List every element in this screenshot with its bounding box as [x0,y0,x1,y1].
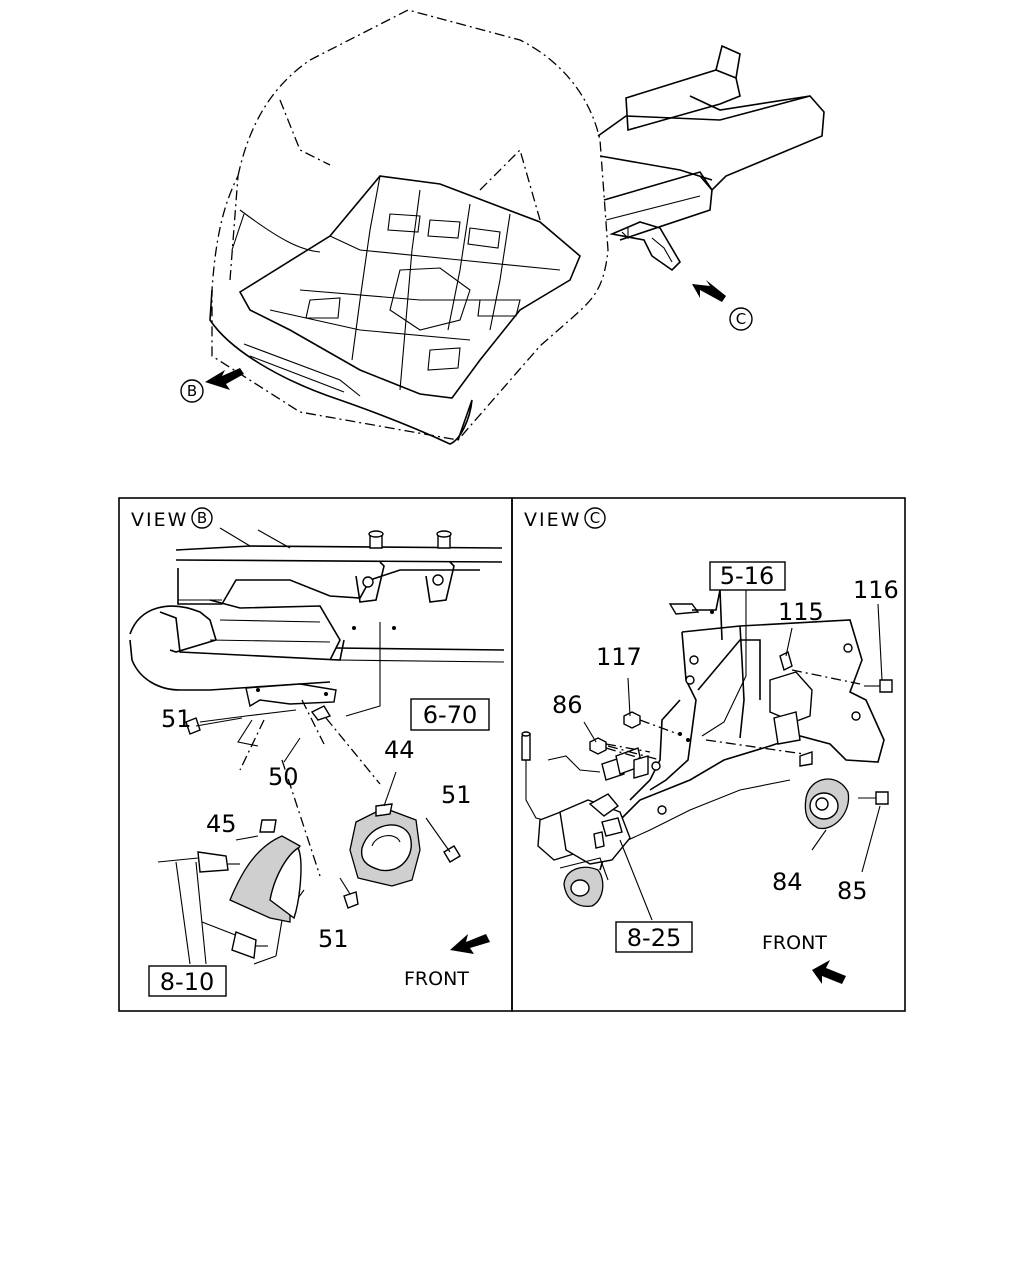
view-b-callout-51-bottom: 51 [318,925,349,953]
view-b-callout-51-right: 51 [441,781,472,809]
view-b-ref-box-6-70 [410,698,490,731]
bolt-51-bottom [339,877,359,909]
bolt-116 [864,603,893,693]
view-c-callout-117: 117 [596,643,642,671]
view-b-header: VIEW [131,509,188,531]
view-b-ref-8-10: 8-10 [160,968,214,996]
nut-117 [623,677,679,735]
view-c-front-label: FRONT [762,932,827,954]
view-c-ref-box-8-25 [615,921,693,953]
view-b-chassis [129,527,505,691]
horn-bracket-50 [245,683,337,721]
cab-outline [211,9,609,441]
bolt-85 [858,791,889,873]
bolt-51-right [425,817,461,863]
bolt-51-top [185,717,243,735]
view-b-callout-45: 45 [206,810,237,838]
horn-44 [349,771,421,887]
view-b-panel: VIEW B [118,497,513,1012]
view-b-front-arrow [450,934,490,954]
view-c-callout-84: 84 [772,868,803,896]
chassis-frame [597,44,825,272]
horn-45 [229,819,302,923]
view-c-callout-115: 115 [778,598,824,626]
view-b-arrow: B [180,368,244,403]
horn-84 [705,739,850,851]
view-b-ref-box-8-10 [148,965,227,997]
view-c-panel: VIEW C [511,497,906,1012]
view-c-header-marker: C [590,509,600,527]
view-c-front-arrow [812,960,846,984]
nut-86 [583,721,641,759]
view-c-switch-assembly [521,731,661,908]
view-b-callout-50: 50 [268,763,299,791]
view-c-ref-8-25: 8-25 [627,924,681,952]
view-c-callout-116: 116 [853,576,899,604]
overview-marker-c: C [736,310,746,328]
view-c-ref-5-16: 5-16 [720,562,774,590]
view-b-callout-51-top: 51 [161,705,192,733]
view-c-callout-85: 85 [837,877,868,905]
view-c-callout-86: 86 [552,691,583,719]
connector-8-10-a [157,851,240,873]
connector-8-10-b [201,921,268,959]
view-b-header-marker: B [197,509,207,527]
cab-floor [238,175,581,399]
sensor-115 [769,627,861,745]
overview-marker-b: B [187,382,197,400]
view-b-callout-44: 44 [384,736,415,764]
view-b-front-label: FRONT [404,968,469,990]
view-c-frame [511,497,906,1012]
view-c-frame-bracket [599,589,885,871]
view-b-ref-6-70: 6-70 [423,701,477,729]
overview-illustration: B C [180,9,825,445]
view-c-header: VIEW [524,509,581,531]
view-c-arrow: C [692,280,753,331]
front-bumper [209,289,473,445]
view-c-ref-box-5-16 [709,561,786,591]
